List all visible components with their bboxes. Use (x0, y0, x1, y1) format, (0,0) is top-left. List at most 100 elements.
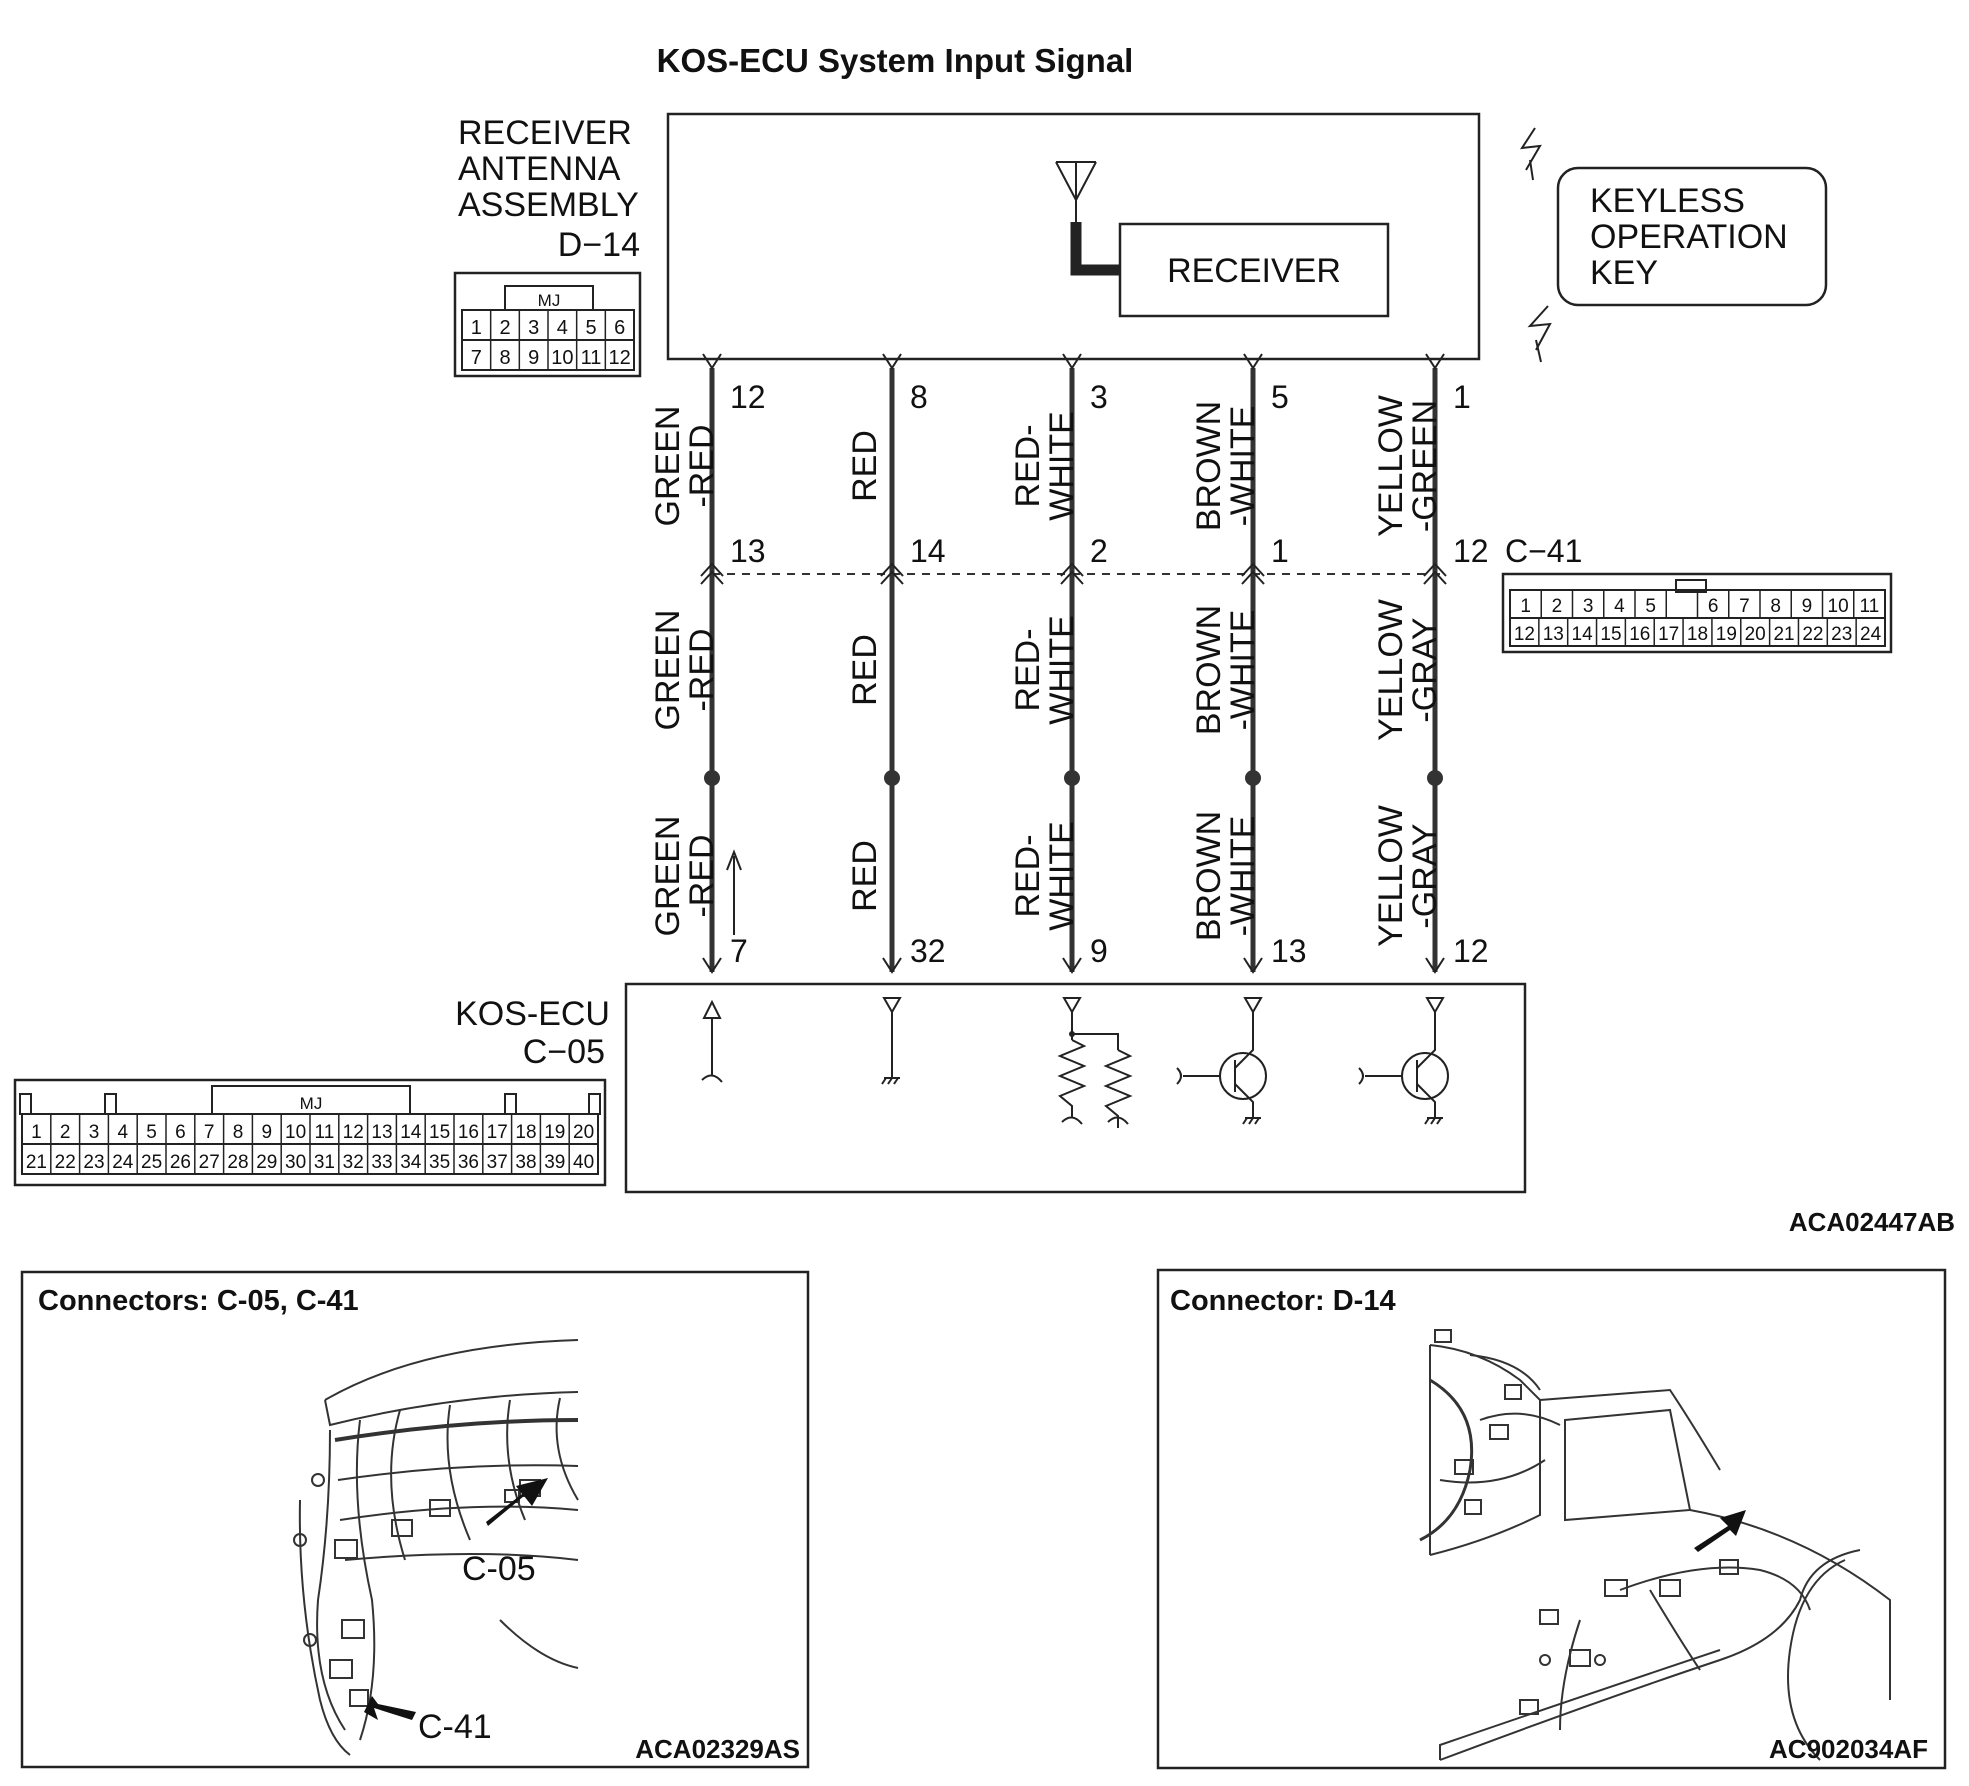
d14-pin-11: 11 (581, 347, 602, 369)
receiver-connector-id: D−14 (558, 226, 640, 264)
top-terminal-mark (702, 353, 722, 370)
wire-4-mid-color-line-2: -WHITE (1224, 610, 1262, 731)
ecu-pin-13: 13 (1271, 933, 1307, 969)
c41-terminal-mark (1060, 562, 1084, 577)
c05-pin-29: 29 (256, 1152, 277, 1173)
c05-pin-8: 8 (233, 1122, 244, 1143)
c41-terminal-mark (1241, 570, 1265, 585)
ecu-pin-12: 12 (1453, 933, 1489, 969)
c41-pin-23: 23 (1831, 624, 1852, 645)
receiver-antenna-label-line-2: ANTENNA (458, 150, 621, 188)
wire-4-upper-color: BROWN-WHITE (1190, 401, 1262, 531)
wire-1-lower-color: GREEN-RED (649, 816, 721, 937)
wire-3-lower-color-line-1: RED- (1009, 834, 1047, 917)
c41-pin-6: 6 (1708, 596, 1719, 617)
wire-4-upper-color-line-2: -WHITE (1224, 406, 1262, 527)
ground-icon (1242, 1117, 1261, 1125)
top-pin-3: 3 (1090, 379, 1108, 415)
c41-pin-20: 20 (1745, 624, 1766, 645)
wire-2-lower-color-line-1: RED (846, 840, 884, 912)
c41-pin-10: 10 (1828, 596, 1849, 617)
c41-pin-22: 22 (1802, 624, 1823, 645)
wire-5-mid-color-line-2: -GRAY (1406, 617, 1444, 722)
wire-3-lower-color-line-2: WHITE (1043, 821, 1081, 931)
rear-body-harness-illustration (1419, 1329, 1891, 1761)
c05-pin-31: 31 (314, 1152, 335, 1173)
keyless-key-line-2: OPERATION (1590, 218, 1788, 256)
c05-pin-32: 32 (343, 1152, 364, 1173)
c41-terminal-mark (1241, 562, 1265, 577)
top-terminal-mark (1243, 353, 1263, 370)
c41-pin-15: 15 (1600, 624, 1621, 645)
left-connector-panel (20, 1270, 810, 1769)
ecu-terminal-icon (1243, 997, 1263, 1015)
c41-pin-2: 2 (1090, 533, 1108, 569)
wire-3-mid-color-line-2: WHITE (1043, 615, 1081, 725)
c05-pin-12: 12 (343, 1122, 364, 1143)
c41-pin-24: 24 (1860, 624, 1882, 645)
c05-pin-19: 19 (544, 1122, 565, 1143)
c05-pin-23: 23 (83, 1152, 104, 1173)
radio-signal-icon (1520, 127, 1552, 363)
top-pin-1: 1 (1453, 379, 1471, 415)
bottom-terminal-mark (1243, 957, 1263, 974)
keyless-operation-key-box (1556, 166, 1828, 307)
wire-1-upper-color-line-1: GREEN (649, 406, 687, 527)
bottom-terminal-mark (1425, 957, 1445, 974)
c05-pin-6: 6 (175, 1122, 186, 1143)
receiver-antenna-label-line-1: RECEIVER (458, 114, 632, 152)
c41-pin-14: 14 (910, 533, 946, 569)
c05-pin-20: 20 (573, 1122, 594, 1143)
splice-dot (1064, 770, 1080, 786)
ecu-connector-id: C−05 (523, 1033, 605, 1071)
c41-pin-4: 4 (1614, 596, 1625, 617)
wire-1-lower-color-line-1: GREEN (649, 816, 687, 937)
wire-5-mid-color-line-1: YELLOW (1372, 599, 1410, 741)
wire-2-mid-color-line-1: RED (846, 634, 884, 706)
c41-pin-17: 17 (1658, 624, 1679, 645)
bottom-terminal-mark (882, 957, 902, 974)
wire-3-upper-color-line-2: WHITE (1043, 411, 1081, 521)
c05-pin-28: 28 (227, 1152, 248, 1173)
c41-pin-3: 3 (1583, 596, 1594, 617)
wire-5-lower-color-line-2: -GRAY (1406, 823, 1444, 928)
d14-pin-5: 5 (585, 317, 596, 339)
wire-3-lower-color: RED-WHITE (1009, 821, 1081, 931)
ecu-terminal-icon (1425, 997, 1445, 1015)
wire-1-upper-color-line-2: -RED (683, 424, 721, 507)
c41-pin-14: 14 (1572, 624, 1594, 645)
c05-pin-16: 16 (458, 1122, 479, 1143)
c05-pin-13: 13 (371, 1122, 392, 1143)
c05-pin-39: 39 (544, 1152, 565, 1173)
splice-dot (704, 770, 720, 786)
c41-pin-13: 13 (730, 533, 766, 569)
ecu-terminal-icon (882, 997, 902, 1015)
top-pin-5: 5 (1271, 379, 1289, 415)
c41-pin-8: 8 (1770, 596, 1781, 617)
c05-pin-34: 34 (400, 1152, 422, 1173)
d14-pin-3: 3 (528, 317, 539, 339)
receiver-antenna-label-line-3: ASSEMBLY (458, 186, 639, 224)
bottom-terminal-mark (1062, 957, 1082, 974)
resistor-icon (1057, 1039, 1087, 1118)
c05-pin-4: 4 (118, 1122, 129, 1143)
diagram-code: ACA02447AB (1789, 1207, 1955, 1237)
c05-pin-17: 17 (487, 1122, 508, 1143)
wire-1-lower-color-line-2: -RED (683, 834, 721, 917)
c41-terminal-mark (880, 570, 904, 585)
d14-pin-7: 7 (471, 347, 482, 369)
kos-ecu-box (624, 982, 1527, 1194)
wire-1-mid-color: GREEN-RED (649, 610, 721, 731)
wire-5-mid-color: YELLOW-GRAY (1372, 599, 1444, 741)
diagram-title: KOS-ECU System Input Signal (657, 42, 1134, 79)
ground-icon (1424, 1117, 1443, 1125)
receiver-module (1118, 222, 1390, 318)
c05-pin-15: 15 (429, 1122, 450, 1143)
c05-pin-30: 30 (285, 1152, 306, 1173)
wire-5-lower-color-line-1: YELLOW (1372, 805, 1410, 947)
right-connector-panel (1156, 1268, 1947, 1770)
